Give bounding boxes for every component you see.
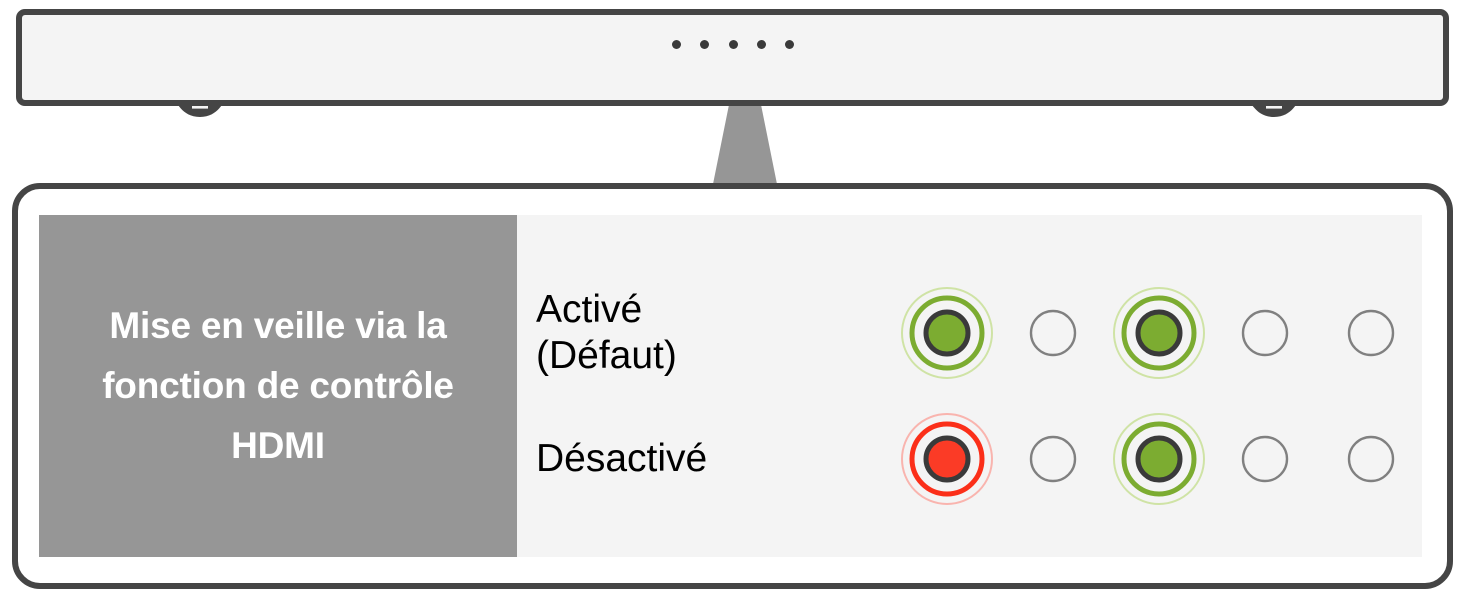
setting-name-label: Mise en veille via la fonction de contrô… bbox=[102, 305, 454, 466]
led-indicator-on-green bbox=[899, 285, 995, 381]
led-indicator-on-green bbox=[1111, 411, 1207, 507]
soundbar-device bbox=[16, 9, 1449, 106]
option-row-active[interactable]: Activé (Défaut) bbox=[517, 273, 1422, 393]
device-indicator-dots bbox=[672, 38, 794, 50]
setting-name-block: Mise en veille via la fonction de contrô… bbox=[39, 215, 517, 557]
led-indicator-off bbox=[1005, 285, 1101, 381]
indicator-dot bbox=[785, 39, 794, 49]
led-indicator-off bbox=[1323, 411, 1419, 507]
led-indicator-off bbox=[1217, 411, 1313, 507]
option-label-active: Activé (Défaut) bbox=[536, 288, 677, 377]
led-indicator-on-red bbox=[899, 411, 995, 507]
led-indicator-off bbox=[1217, 285, 1313, 381]
pointer-cone bbox=[690, 54, 800, 189]
led-indicator-off bbox=[1323, 285, 1419, 381]
indicator-dot bbox=[728, 39, 738, 49]
led-strip-inactive bbox=[887, 399, 1422, 519]
led-indicator-on-green bbox=[1111, 285, 1207, 381]
option-row-inactive[interactable]: Désactivé bbox=[517, 399, 1422, 519]
settings-panel: Mise en veille via la fonction de contrô… bbox=[12, 183, 1453, 589]
option-label-inactive: Désactivé bbox=[536, 437, 708, 481]
settings-panel-inner: Mise en veille via la fonction de contrô… bbox=[39, 215, 1422, 557]
led-indicator-off bbox=[1005, 411, 1101, 507]
indicator-dot bbox=[700, 39, 710, 49]
indicator-dot bbox=[756, 39, 766, 49]
led-strip-active bbox=[887, 273, 1422, 393]
indicator-dot bbox=[672, 39, 681, 49]
option-rows: Activé (Défaut) bbox=[517, 215, 1422, 557]
